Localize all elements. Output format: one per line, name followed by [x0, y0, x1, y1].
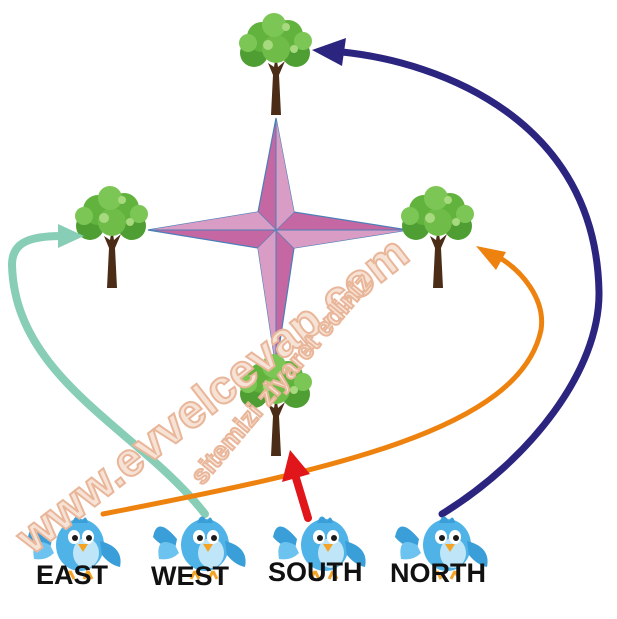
north-arrow	[312, 38, 603, 518]
label-north: NORTH	[390, 558, 486, 588]
west-arrow	[100, 246, 545, 517]
tree-icon-left	[75, 186, 148, 288]
tree-icon-top	[239, 13, 312, 115]
tree-icon-bottom	[239, 354, 312, 456]
south-arrow	[282, 450, 312, 522]
label-east: EAST	[36, 560, 109, 590]
label-south: SOUTH	[268, 557, 363, 587]
label-west: WEST	[151, 561, 229, 591]
east-arrow	[7, 224, 209, 518]
compass-rose-icon	[147, 117, 409, 369]
tree-icon-right	[401, 186, 474, 288]
